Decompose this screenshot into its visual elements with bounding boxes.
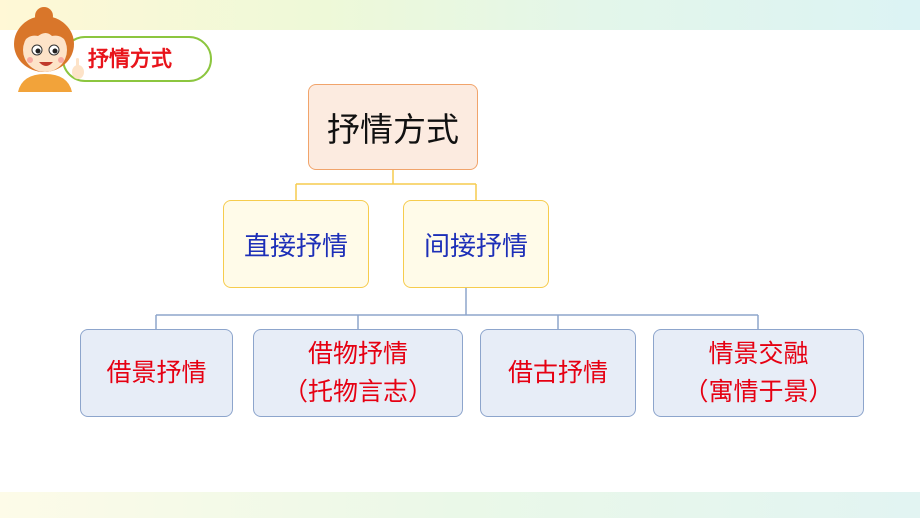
root-node-lyrical-methods: 抒情方式 — [308, 84, 478, 170]
leaf-node-label: 借物抒情 — [307, 339, 408, 368]
leaf-node-label: 借古抒情 — [507, 358, 608, 387]
leaf-node-label: 借景抒情 — [106, 358, 207, 387]
leaf-node-ancient: 借古抒情 — [480, 329, 636, 417]
node-direct-lyric: 直接抒情 — [223, 200, 369, 288]
teacher-mascot-icon — [14, 7, 84, 92]
bottom-decor-band — [0, 492, 920, 518]
node-indirect-lyric-label: 间接抒情 — [423, 231, 528, 262]
node-direct-lyric-label: 直接抒情 — [243, 231, 348, 262]
leaf-node-note: （寓情于景） — [683, 377, 834, 406]
leaf-node-label: 情景交融 — [708, 339, 809, 368]
section-title: 抒情方式 — [88, 47, 172, 71]
leaf-node-scene: 借景抒情 — [80, 329, 233, 417]
node-indirect-lyric: 间接抒情 — [403, 200, 549, 288]
root-node-label: 抒情方式 — [327, 110, 459, 149]
leaf-node-note: （托物言志） — [282, 377, 433, 406]
top-decor-band — [0, 0, 920, 30]
leaf-node-object: 借物抒情 （托物言志） — [253, 329, 463, 417]
leaf-node-scene-fusion: 情景交融 （寓情于景） — [653, 329, 864, 417]
